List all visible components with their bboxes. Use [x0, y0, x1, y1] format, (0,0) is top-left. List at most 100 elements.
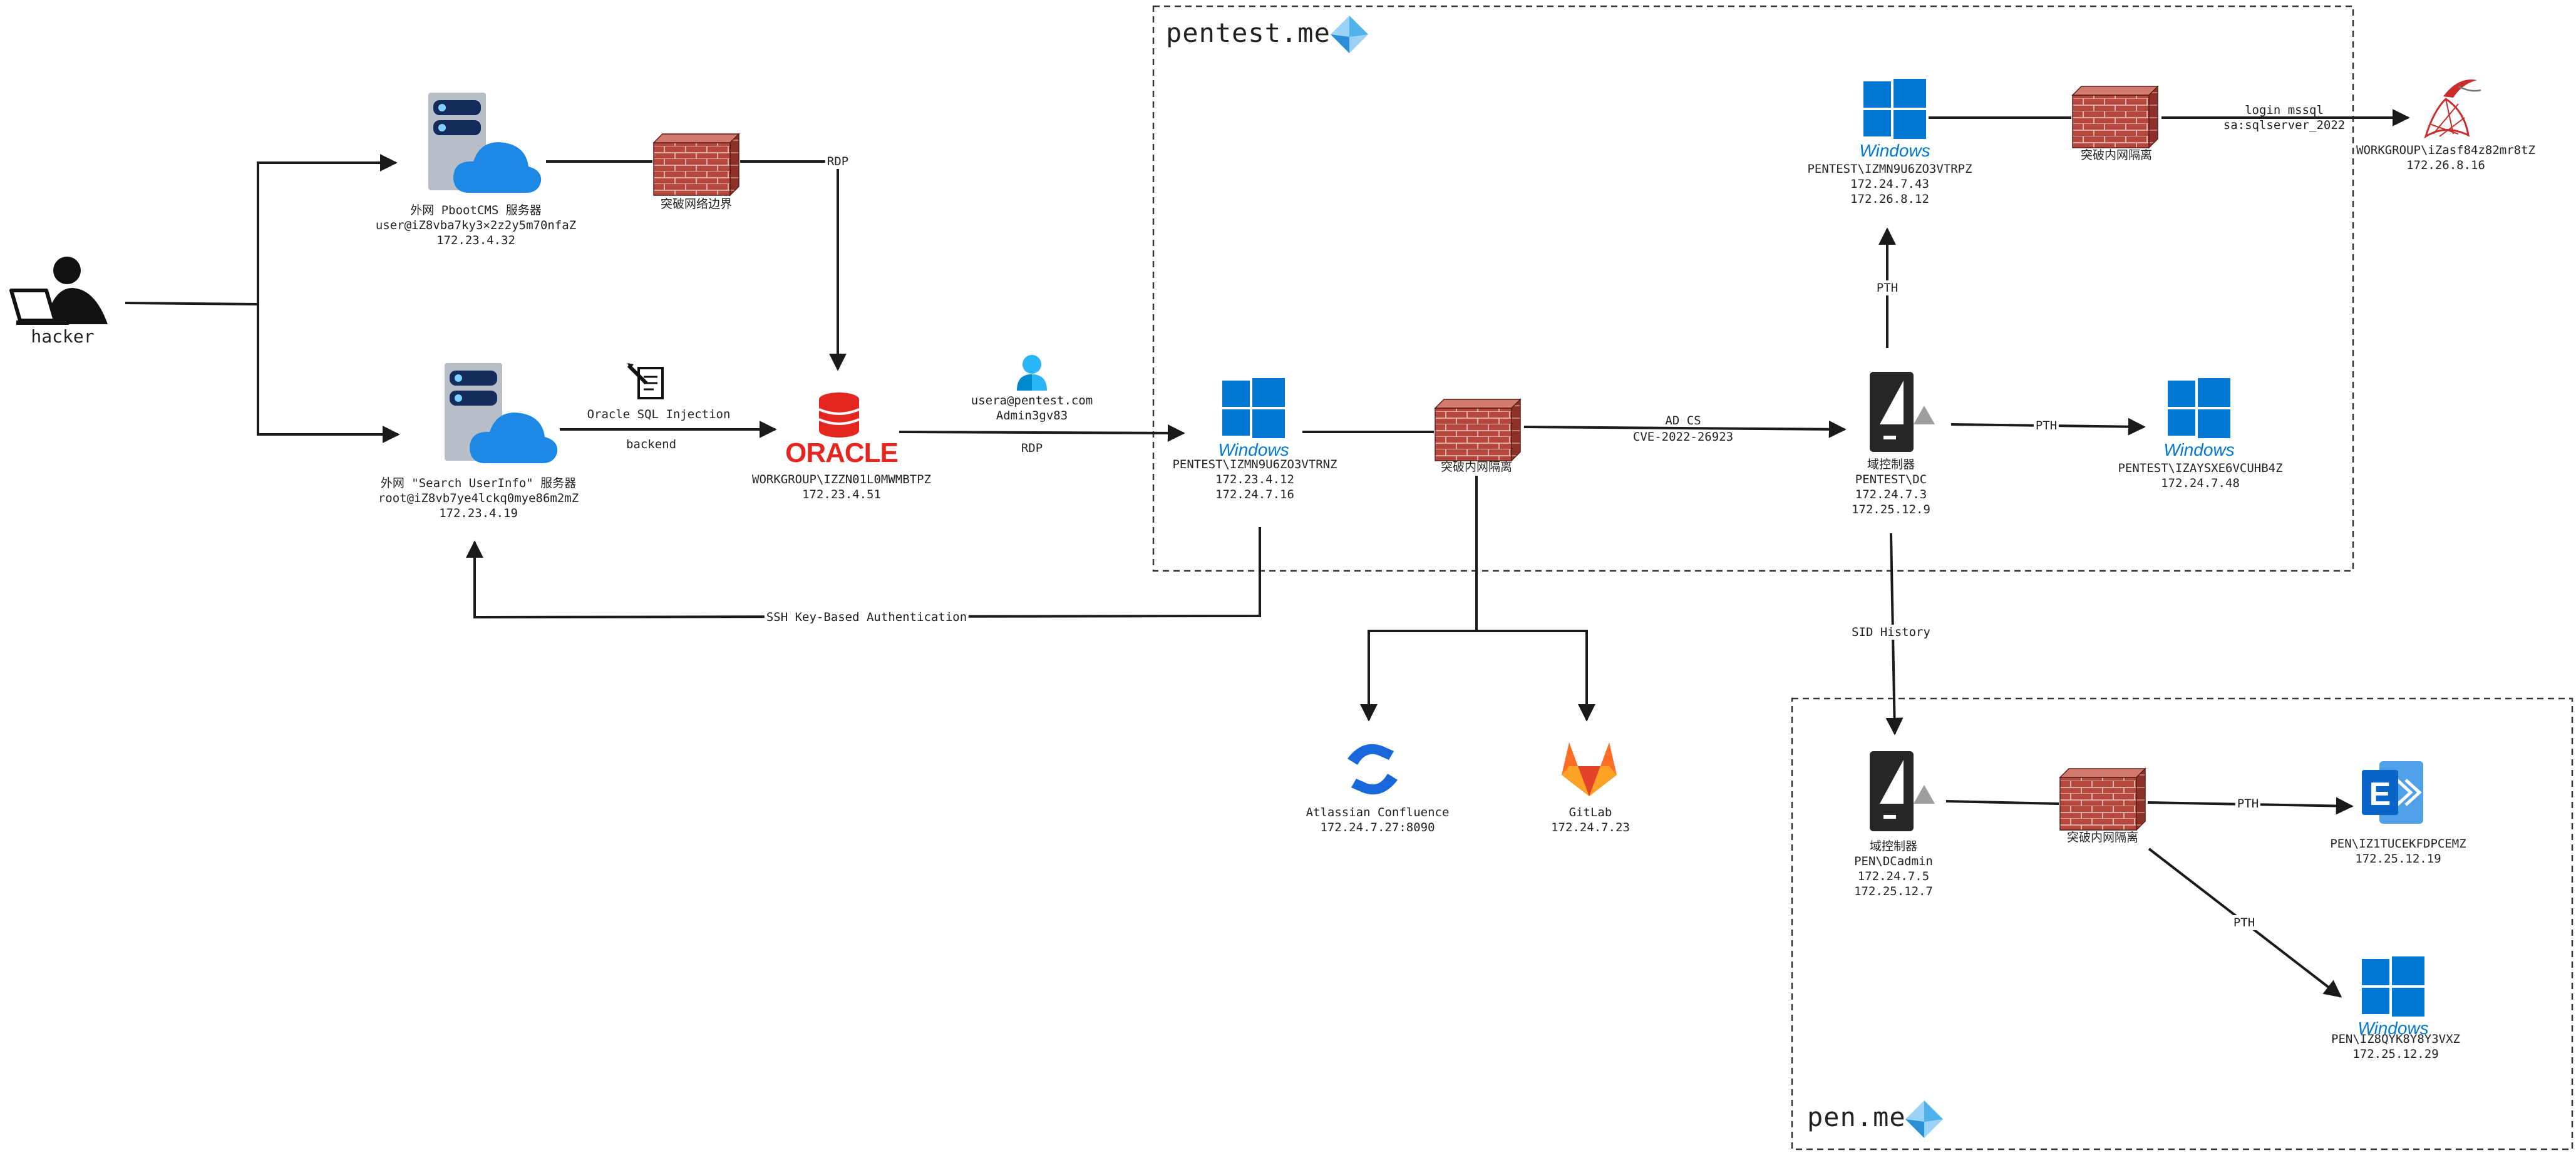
edges: [125, 109, 2410, 998]
azure-domain-icon: [1905, 1100, 1943, 1138]
windows-pane: [1222, 381, 1250, 407]
cloud-server-icon: [445, 363, 558, 463]
node-label-line: 172.24.7.16: [1215, 488, 1294, 501]
node-label-line: usera@pentest.com: [971, 394, 1093, 407]
windows-pane: [2168, 381, 2195, 407]
node-label-line: 172.25.12.7: [1854, 884, 1933, 898]
node-label-line: 172.26.8.16: [2406, 158, 2485, 172]
node-label-win-ws: PENTEST\IZMN9U6ZO3VTRNZ 172.23.4.12 172.24…: [1172, 457, 1337, 502]
node-label-line: WORKGROUP\iZasf84z82mr8tZ: [2356, 143, 2535, 157]
edge-to-searchuser: [257, 304, 400, 443]
injection-icon: [627, 363, 664, 399]
domain-title-pentest: pentest.me: [1166, 18, 1331, 48]
node-label-line: 突破内网隔离: [1440, 460, 1513, 474]
node-label-line: Admin3gv83: [996, 409, 1068, 423]
edge-label-pth-right: PTH: [2033, 418, 2059, 433]
azure-domain-icon: [1331, 16, 1368, 53]
windows-wordmark: Windows: [1218, 440, 1289, 459]
node-label-line: 172.24.7.43: [1850, 177, 1929, 191]
node-label-line: 172.26.8.12: [1850, 192, 1929, 206]
edge-label-adcs-1: AD CS: [1665, 414, 1701, 428]
node-label-hacker: hacker: [31, 326, 95, 347]
windows-icon: Windows: [2357, 956, 2429, 1038]
firewall-icon: [652, 133, 740, 197]
node-label-line: 突破内网隔离: [2080, 148, 2153, 162]
pen-domain-box: [1791, 697, 2573, 1150]
firewall-icon: [1434, 398, 1522, 462]
windows-pane: [1252, 409, 1285, 438]
node-label-line: Atlassian Confluence: [1306, 806, 1450, 819]
node-label-line: 突破内网隔离: [2066, 831, 2139, 844]
node-label-line: 172.24.7.48: [2161, 476, 2240, 490]
edge-oracle-win: [899, 424, 1185, 442]
edge-label-mssql-2: sa:sqlserver_2022: [2223, 118, 2346, 132]
node-label-fw-inner2: 突破内网隔离: [2081, 148, 2152, 163]
edge-label-adcs-2: CVE-2022-26923: [1632, 430, 1734, 444]
node-label-line: PENTEST\DC: [1855, 473, 1927, 486]
sql-server-icon: [2424, 79, 2481, 139]
firewall-icon: [2059, 767, 2146, 831]
edge-firewall1-dc: [1523, 420, 1847, 438]
edge-label-pth-win: PTH: [2231, 915, 2257, 930]
windows-pane: [1863, 110, 1891, 136]
windows-pane: [2198, 378, 2230, 407]
windows-pane: [1893, 79, 1926, 108]
windows-pane: [2168, 409, 2195, 436]
node-label-line: 172.23.4.51: [802, 488, 881, 501]
firewall-icon: [2071, 85, 2159, 149]
node-label-fw-inner3: 突破内网隔离: [2067, 830, 2138, 845]
svg-text:E: E: [2369, 776, 2391, 812]
edge-label-mssql-1: login mssql: [2245, 103, 2324, 117]
edge-label-rdp-mid: RDP: [1021, 441, 1043, 455]
edge-label-ssh: SSH Key-Based Authentication: [764, 610, 969, 625]
confluence-icon: [1347, 744, 1398, 795]
edge-to-gitlab: [1476, 630, 1595, 722]
node-label-line: GitLab: [1569, 806, 1612, 819]
edge-to-pbootcms: [257, 154, 398, 304]
windows-pane: [1863, 81, 1891, 108]
node-label-line: PEN\IZ8QYK8Y8Y3VXZ: [2331, 1032, 2460, 1046]
edge-label-backend: backend: [626, 438, 677, 451]
windows-pane: [2392, 988, 2424, 1017]
node-label-line: 172.23.4.32: [436, 233, 515, 247]
node-label-line: 外网 "Search UserInfo" 服务器: [380, 476, 577, 490]
node-label-line: PEN\IZ1TUCEKFDPCEMZ: [2330, 837, 2466, 851]
windows-pane: [1893, 110, 1926, 139]
node-label-line: 172.23.4.12: [1215, 473, 1294, 486]
windows-pane: [2198, 409, 2230, 438]
oracle-database-icon: [818, 392, 860, 438]
node-label-line: 172.24.7.23: [1551, 821, 1630, 834]
node-label-line: 172.23.4.19: [439, 506, 518, 520]
domain-title-pen: pen.me: [1807, 1102, 1906, 1132]
hacker-icon: [9, 257, 108, 325]
windows-pane: [2392, 956, 2424, 985]
node-label-line: hacker: [31, 326, 95, 347]
edge-label-pth-up: PTH: [1874, 280, 1900, 295]
node-label-line: root@iZ8vb7ye4lckq0mye86m2mZ: [378, 491, 579, 505]
edge-label-pth-exch: PTH: [2235, 796, 2261, 811]
edge-firewall-oracle: [740, 160, 847, 371]
node-label-line: user@iZ8vba7ky3×2z2y5m70nfaZ: [375, 218, 577, 232]
windows-pane: [1252, 378, 1285, 407]
windows-icon: Windows: [1218, 378, 1289, 459]
cloud-server-icon: [428, 93, 542, 193]
domain-controller-icon: [1870, 751, 1935, 831]
node-label-fw-border: 突破网络边界: [661, 197, 732, 212]
node-label-line: 外网 PbootCMS 服务器: [410, 203, 542, 217]
node-label-line: PENTEST\IZMN9U6ZO3VTRNZ: [1172, 458, 1337, 471]
windows-pane: [2362, 988, 2389, 1014]
node-label-line: 突破网络边界: [660, 197, 733, 211]
windows-wordmark: Windows: [2163, 440, 2234, 459]
windows-icon: Windows: [2163, 378, 2235, 459]
gitlab-icon: [1562, 742, 1617, 796]
node-label-line: PENTEST\IZAYSXE6VCUHB4Z: [2118, 461, 2283, 475]
